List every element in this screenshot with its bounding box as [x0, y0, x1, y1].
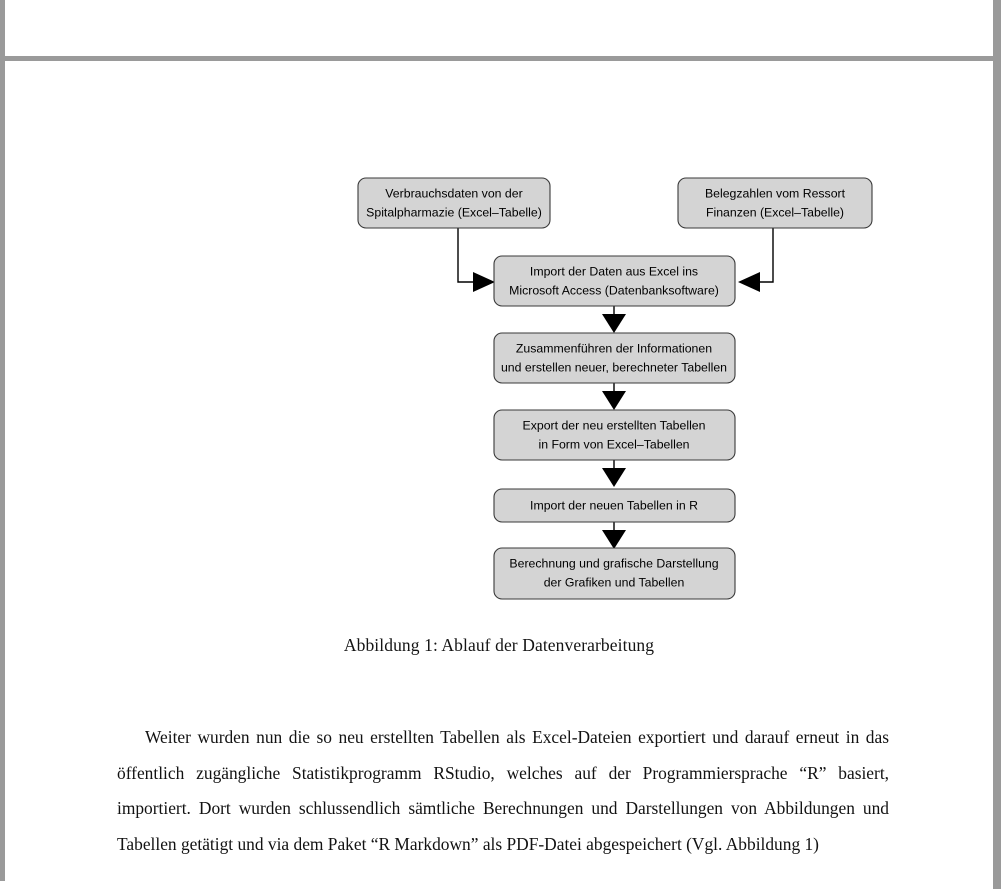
node-source-pharmacy-box [357, 177, 551, 229]
node-source-finance[interactable]: Belegzahlen vom Ressort Finanzen (Excel–… [677, 177, 873, 229]
node-source-finance-line-1: Belegzahlen vom Ressort [705, 186, 846, 200]
node-merge-tables[interactable]: Zusammenführen der Informationen und ers… [493, 332, 736, 384]
page-top-divider [0, 56, 993, 61]
figure-flowchart: Verbrauchsdaten von der Spitalpharmazie … [5, 61, 993, 621]
node-source-pharmacy-line-1: Verbrauchsdaten von der [385, 186, 522, 200]
node-export-excel-line-1: Export der neu erstellten Tabellen [523, 418, 706, 432]
connector-pharmacy-to-import [457, 228, 481, 283]
arrow-head-into-import-right [738, 272, 760, 292]
node-export-excel[interactable]: Export der neu erstellten Tabellen in Fo… [493, 409, 736, 461]
node-source-finance-box [677, 177, 873, 229]
node-source-finance-line-2: Finanzen (Excel–Tabelle) [706, 205, 844, 219]
node-compute-graphics-box [493, 547, 736, 600]
node-export-excel-line-2: in Form von Excel–Tabellen [538, 437, 689, 451]
node-source-pharmacy[interactable]: Verbrauchsdaten von der Spitalpharmazie … [357, 177, 551, 229]
connector-finance-to-import [752, 228, 774, 283]
node-merge-tables-line-1: Zusammenführen der Informationen [516, 341, 712, 355]
figure-caption: Abbildung 1: Ablauf der Datenverarbeitun… [343, 635, 655, 655]
node-compute-graphics-line-2: der Grafiken und Tabellen [544, 575, 685, 589]
arrow-head-into-import-left [473, 272, 495, 292]
page-left-border [0, 0, 5, 881]
arrow-head-export [602, 391, 626, 410]
node-compute-graphics[interactable]: Berechnung und grafische Darstellung der… [493, 547, 736, 600]
node-import-access-box [493, 255, 736, 307]
node-import-r-line-1: Import der neuen Tabellen in R [530, 498, 698, 512]
node-import-r[interactable]: Import der neuen Tabellen in R [493, 488, 736, 523]
node-import-access-line-2: Microsoft Access (Datenbanksoftware) [509, 283, 719, 297]
node-import-access-line-1: Import der Daten aus Excel ins [530, 264, 698, 278]
arrow-head-merge [602, 314, 626, 333]
arrow-head-compute [602, 530, 626, 549]
node-compute-graphics-line-1: Berechnung und grafische Darstellung [509, 556, 718, 570]
node-export-excel-box [493, 409, 736, 461]
node-import-r-box [493, 488, 736, 523]
page-right-border [993, 0, 1001, 889]
node-import-access[interactable]: Import der Daten aus Excel ins Microsoft… [493, 255, 736, 307]
body-paragraph: Weiter wurden nun die so neu erstellten … [117, 727, 889, 854]
document-page: Verbrauchsdaten von der Spitalpharmazie … [5, 61, 993, 889]
arrow-head-importr [602, 468, 626, 487]
node-source-pharmacy-line-2: Spitalpharmazie (Excel–Tabelle) [366, 205, 542, 219]
node-merge-tables-line-2: und erstellen neuer, berechneter Tabelle… [501, 360, 727, 374]
node-merge-tables-box [493, 332, 736, 384]
